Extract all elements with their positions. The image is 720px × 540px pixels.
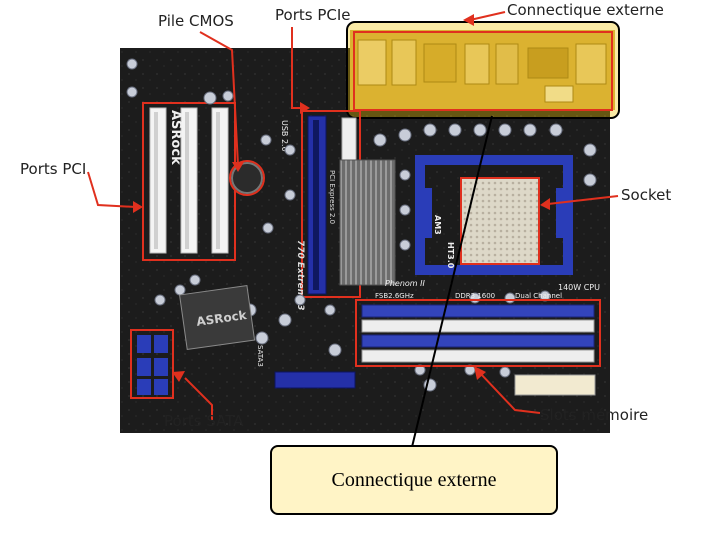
northbridge-heatsink: [339, 159, 396, 286]
label-socket: Socket: [621, 186, 672, 204]
label-ports-sata: Ports SATA: [164, 412, 244, 430]
sata-ports: [137, 335, 168, 395]
label-connectique-externe: Connectique externe: [507, 1, 664, 19]
rear-io-highlight: [346, 21, 620, 119]
label-slots-memoire: Slots mémoire: [540, 406, 649, 424]
callout-box: Connectique externe: [270, 445, 558, 515]
memory-print: DDR3 1600: [455, 292, 495, 300]
cpu-support-print: AM3: [433, 215, 442, 235]
memory-highlight: [355, 299, 601, 367]
pcie-slots: [307, 115, 357, 295]
callout-text: Connectique externe: [331, 468, 497, 491]
label-pile-cmos: Pile CMOS: [158, 12, 234, 30]
memory-mode-print: Dual Channel: [515, 292, 562, 300]
rear-io-panel: [350, 30, 615, 110]
cpu-power-print: 140W CPU: [558, 283, 600, 292]
callout-pointer: [411, 115, 493, 448]
memory-slots: [361, 304, 595, 363]
model-print: 770 Extreme3: [295, 240, 305, 310]
pci-slots: [149, 107, 229, 254]
atx-power-connector: [514, 374, 596, 396]
ht-print: HT3.0: [446, 242, 455, 269]
pcie-print: PCI Express 2.0: [328, 170, 336, 224]
fsb-print: FSB2.6GHz: [375, 292, 414, 300]
cmos-battery: [231, 162, 263, 194]
usb-print: USB 2.0: [280, 120, 289, 152]
southbridge-heatsink: ASRock: [179, 284, 256, 351]
capacitors: [126, 58, 597, 392]
board-brand-print: ASRock: [168, 110, 183, 165]
sata-highlight: [130, 329, 174, 399]
cpu-socket: [415, 155, 573, 275]
label-ports-pci: Ports PCI: [20, 160, 87, 178]
sata-print: SATA3: [256, 345, 264, 367]
phenom-print: Phenom II: [385, 279, 425, 288]
label-ports-pcie: Ports PCIe: [275, 6, 351, 24]
annotation-arrows: [87, 11, 619, 420]
ide-connector: [274, 371, 356, 389]
